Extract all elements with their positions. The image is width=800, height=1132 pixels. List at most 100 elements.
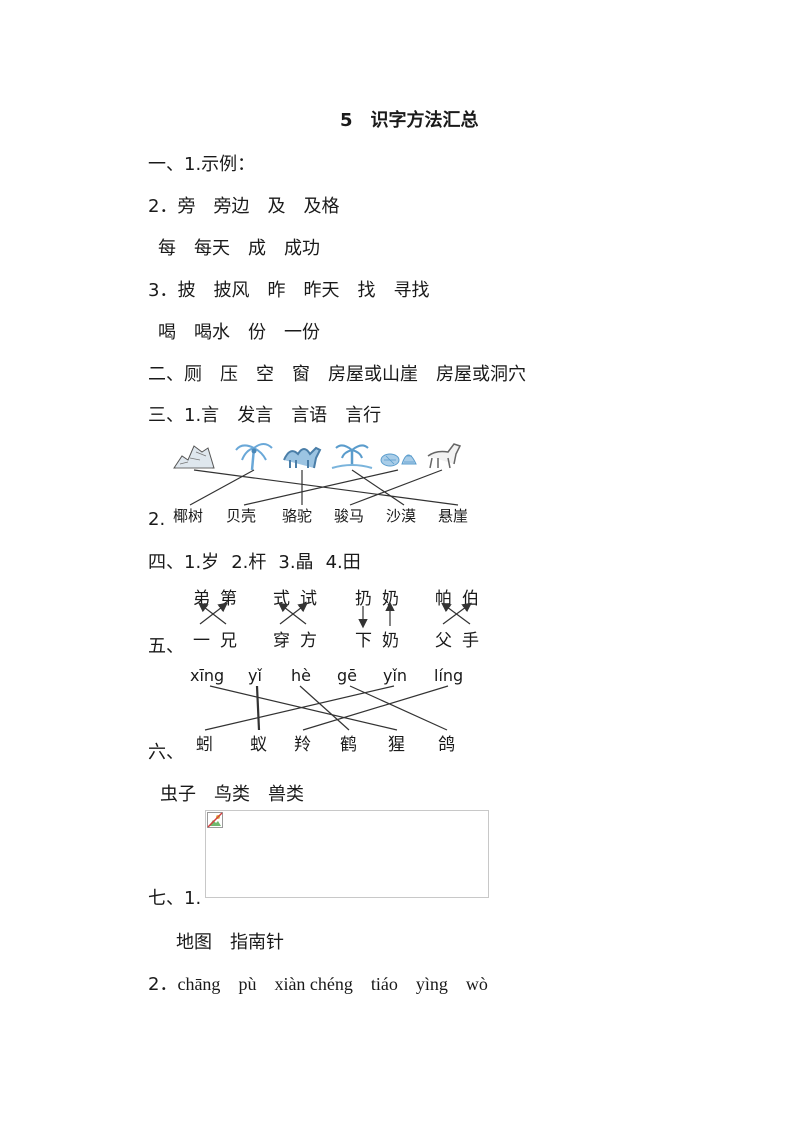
s6-categories: 虫子鸟类兽类 xyxy=(160,780,304,806)
answer-word: 压 xyxy=(220,364,238,385)
char: 蚁 xyxy=(250,735,267,755)
palm-desert-icon xyxy=(331,444,373,469)
answer-word: 昨 xyxy=(267,280,286,301)
answer-word: 3.晶 xyxy=(278,552,314,573)
answer-word: 喝 xyxy=(158,322,176,343)
word-desert: 沙漠 xyxy=(386,507,417,525)
q2-label: 2． xyxy=(148,974,178,995)
match-line xyxy=(302,685,449,731)
answer-word: 2．旁 xyxy=(148,196,196,217)
answer-word: 言语 xyxy=(291,405,328,426)
match-line xyxy=(299,685,350,731)
shells-icon xyxy=(380,453,417,467)
answer-word: 旁边 xyxy=(213,196,250,217)
char-bottom: 父 xyxy=(435,631,452,651)
coconut-tree-icon xyxy=(235,443,273,471)
pinyin: wò xyxy=(465,974,488,994)
s1-q3-row1: 3．披披风昨昨天找寻找 xyxy=(148,276,429,302)
answer-word: 每 xyxy=(158,238,176,259)
arrow xyxy=(199,602,228,625)
char: 蚓 xyxy=(196,735,213,755)
pinyin: yǐn xyxy=(383,666,408,685)
answer-word: 份 xyxy=(248,322,266,343)
s5-label: 五、 xyxy=(148,636,184,657)
pinyin: xīng xyxy=(190,666,225,685)
s7-q1-answers: 地图指南针 xyxy=(176,928,284,954)
char: 猩 xyxy=(388,735,405,755)
answer-word: 昨天 xyxy=(303,280,340,301)
answer-word: 房屋或洞穴 xyxy=(436,364,526,385)
char: 鸽 xyxy=(438,735,455,755)
s1-q2-row2: 每每天成成功 xyxy=(158,234,320,260)
broken-image-icon xyxy=(207,812,223,828)
match-line xyxy=(193,469,459,506)
page-title: 5 识字方法汇总 xyxy=(340,110,479,131)
pinyin: yǐ xyxy=(248,666,262,685)
answer-word: 4.田 xyxy=(325,552,361,573)
s2-row: 二、厕压空窗房屋或山崖房屋或洞穴 xyxy=(148,360,526,386)
pinyin: xiàn chéng xyxy=(274,974,353,994)
char-bottom: 手 xyxy=(462,631,479,651)
answer-word: 言行 xyxy=(345,405,382,426)
s1-q1-label: 一、1.示例： xyxy=(148,154,256,175)
s1-q2-row1: 2．旁旁边及及格 xyxy=(148,192,339,218)
answer-word: 喝水 xyxy=(194,322,230,343)
arrow xyxy=(279,602,308,625)
answer-word: 地图 xyxy=(176,932,212,953)
char-bottom: 穿 xyxy=(273,631,290,651)
word-horse: 骏马 xyxy=(334,507,365,525)
match-line xyxy=(351,469,405,506)
s3-q2-label: 2. xyxy=(148,509,166,530)
category: 鸟类 xyxy=(214,784,250,805)
s6-label: 六、 xyxy=(148,742,184,763)
category: 兽类 xyxy=(268,784,304,805)
missing-image-frame xyxy=(205,810,489,898)
answer-word: 及格 xyxy=(303,196,340,217)
answer-word: 发言 xyxy=(237,405,274,426)
section-label: 四、 xyxy=(148,552,184,573)
answer-word: 3．披 xyxy=(148,280,196,301)
s3-q1-row: 三、1.言发言言语言行 xyxy=(148,401,381,427)
arrow xyxy=(442,602,472,625)
answer-word: 房屋或山崖 xyxy=(328,364,418,385)
answer-word: 成功 xyxy=(284,238,320,259)
match-line xyxy=(243,469,399,506)
answer-word: 一份 xyxy=(284,322,320,343)
pinyin: tiáo xyxy=(370,974,398,994)
char-bottom: 方 xyxy=(300,631,317,651)
answer-word: 每天 xyxy=(194,238,230,259)
answer-word: 1.岁 xyxy=(184,552,220,573)
pinyin: chāng xyxy=(177,974,221,994)
match-line xyxy=(204,685,395,731)
category: 虫子 xyxy=(160,784,196,805)
camel-icon xyxy=(283,446,322,469)
char: 鹤 xyxy=(340,735,357,755)
char-bottom: 下 xyxy=(355,631,372,651)
answer-word: 三、1.言 xyxy=(148,405,220,426)
pinyin: pù xyxy=(238,974,257,994)
char-bottom: 兄 xyxy=(220,631,237,651)
match-line xyxy=(349,469,443,506)
answer-word: 成 xyxy=(248,238,266,259)
char-top: 扔 xyxy=(355,589,372,609)
word-coconut-tree: 椰树 xyxy=(173,507,204,525)
answer-word: 指南针 xyxy=(230,932,284,953)
s1-q3-row2: 喝喝水份一份 xyxy=(158,318,320,344)
pinyin: yìng xyxy=(415,974,448,994)
char: 羚 xyxy=(294,735,311,755)
answer-word: 及 xyxy=(267,196,286,217)
match-line xyxy=(209,685,398,731)
word-shell: 贝壳 xyxy=(226,507,257,525)
pinyin: hè xyxy=(291,666,311,685)
section-label: 二、 xyxy=(148,364,184,385)
answer-word: 找 xyxy=(357,280,376,301)
answer-word: 厕 xyxy=(184,364,202,385)
char-bottom: 奶 xyxy=(382,631,399,651)
char-bottom: 一 xyxy=(193,631,210,651)
word-cliff: 悬崖 xyxy=(438,507,469,525)
pinyin: líng xyxy=(434,666,464,685)
